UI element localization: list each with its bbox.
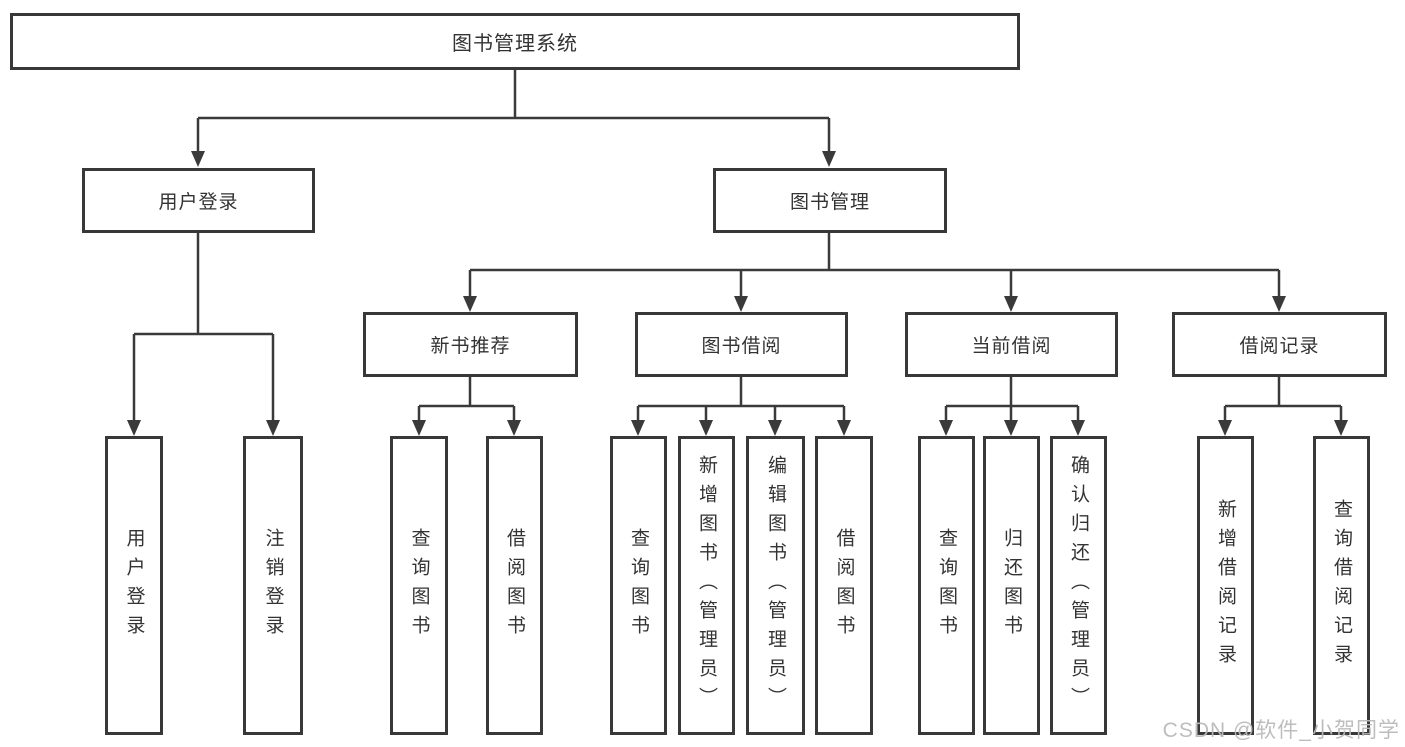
leaf-borrow-books: 借阅图书	[815, 436, 873, 735]
node-book-management: 图书管理	[713, 168, 947, 233]
leaf-query-books-recommend: 查询图书	[390, 436, 448, 735]
leaf-add-books-admin: 新增图书（管理员）	[678, 436, 735, 735]
node-user-login: 用户登录	[82, 168, 315, 233]
leaf-add-borrow-record: 新增借阅记录	[1197, 436, 1254, 735]
leaf-edit-books-admin: 编辑图书（管理员）	[746, 436, 805, 735]
leaf-user-login: 用户登录	[105, 436, 163, 735]
leaf-logout: 注销登录	[243, 436, 303, 735]
node-book-borrow: 图书借阅	[635, 312, 848, 377]
leaf-query-borrow-record: 查询借阅记录	[1313, 436, 1370, 735]
csdn-watermark: CSDN @软件_小贺同学	[1162, 719, 1400, 742]
leaf-confirm-return-admin: 确认归还（管理员）	[1050, 436, 1107, 735]
node-borrow-records: 借阅记录	[1172, 312, 1387, 377]
leaf-return-books: 归还图书	[983, 436, 1040, 735]
leaf-borrow-books-recommend: 借阅图书	[486, 436, 543, 735]
node-root-system: 图书管理系统	[10, 13, 1020, 70]
node-current-borrow: 当前借阅	[905, 312, 1118, 377]
leaf-query-books-current: 查询图书	[918, 436, 975, 735]
node-new-book-recommend: 新书推荐	[363, 312, 578, 377]
leaf-query-books-borrow: 查询图书	[610, 436, 667, 735]
